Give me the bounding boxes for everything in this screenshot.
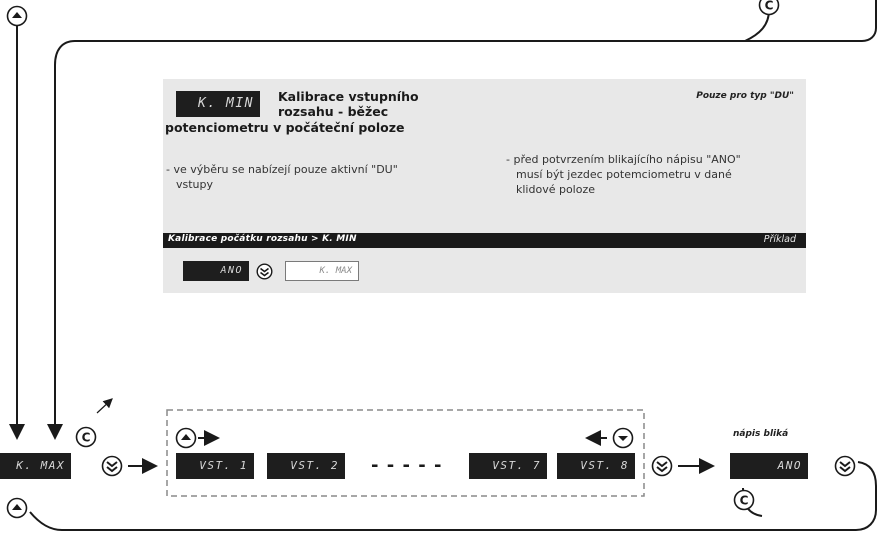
- down-button-icon[interactable]: [256, 263, 273, 280]
- ellipsis-dashes: - - - - -: [371, 455, 443, 476]
- display-input-7: VST. 7: [469, 453, 547, 479]
- down-button-icon[interactable]: [834, 455, 856, 477]
- card-display: K. MIN: [176, 91, 260, 117]
- card-title-line1: Kalibrace vstupního: [278, 89, 419, 104]
- path-label: Kalibrace počátku rozsahu > K. MIN: [168, 234, 357, 244]
- type-note: Pouze pro typ "DU": [696, 91, 794, 101]
- svg-text:C: C: [82, 431, 91, 445]
- up-button-icon[interactable]: [6, 497, 28, 519]
- c-button-icon[interactable]: C: [758, 0, 780, 16]
- down-button-icon[interactable]: [612, 427, 634, 449]
- svg-text:C: C: [740, 494, 749, 508]
- card-title-line3: potenciometru v počáteční poloze: [165, 120, 405, 135]
- top-return-line: [47, 9, 770, 440]
- up-button-icon[interactable]: [6, 5, 28, 27]
- display-input-2: VST. 2: [267, 453, 345, 479]
- bottom-return-line: [29, 461, 877, 531]
- blink-note: nápis bliká: [733, 429, 789, 439]
- c-button-icon[interactable]: C: [733, 489, 755, 511]
- bullet-left-line1: - ve výběru se nabízejí pouze aktivní "D…: [166, 163, 398, 176]
- example-display-kmax: K. MAX: [285, 261, 359, 281]
- bullet-right-line3: klidové poloze: [516, 183, 596, 196]
- c-button-icon[interactable]: C: [75, 426, 97, 448]
- diagonal-arrow-icon: [96, 398, 113, 414]
- selection-frame: [166, 409, 645, 497]
- info-card: K. MIN Kalibrace vstupního rozsahu - běž…: [163, 79, 806, 293]
- svg-text:C: C: [765, 0, 774, 13]
- bullet-left-line2: vstupy: [176, 178, 214, 191]
- down-button-icon[interactable]: [651, 455, 673, 477]
- bullet-right-line1: - před potvrzením blikajícího nápisu "AN…: [506, 153, 741, 166]
- bullet-right-line2: musí být jezdec potemciometru v dané: [516, 168, 732, 181]
- up-button-icon[interactable]: [175, 427, 197, 449]
- display-k-max: K. MAX: [0, 453, 71, 479]
- display-ano: ANO: [730, 453, 808, 479]
- top-right-line: [745, 0, 877, 42]
- display-input-1: VST. 1: [176, 453, 254, 479]
- example-display-ano: ANO: [183, 261, 249, 281]
- example-label: Příklad: [763, 234, 796, 245]
- card-title-line2: rozsahu - běžec: [278, 104, 389, 119]
- down-button-icon[interactable]: [101, 455, 123, 477]
- card-path-strip: Kalibrace počátku rozsahu > K. MIN Příkl…: [163, 233, 806, 248]
- display-input-8: VST. 8: [557, 453, 635, 479]
